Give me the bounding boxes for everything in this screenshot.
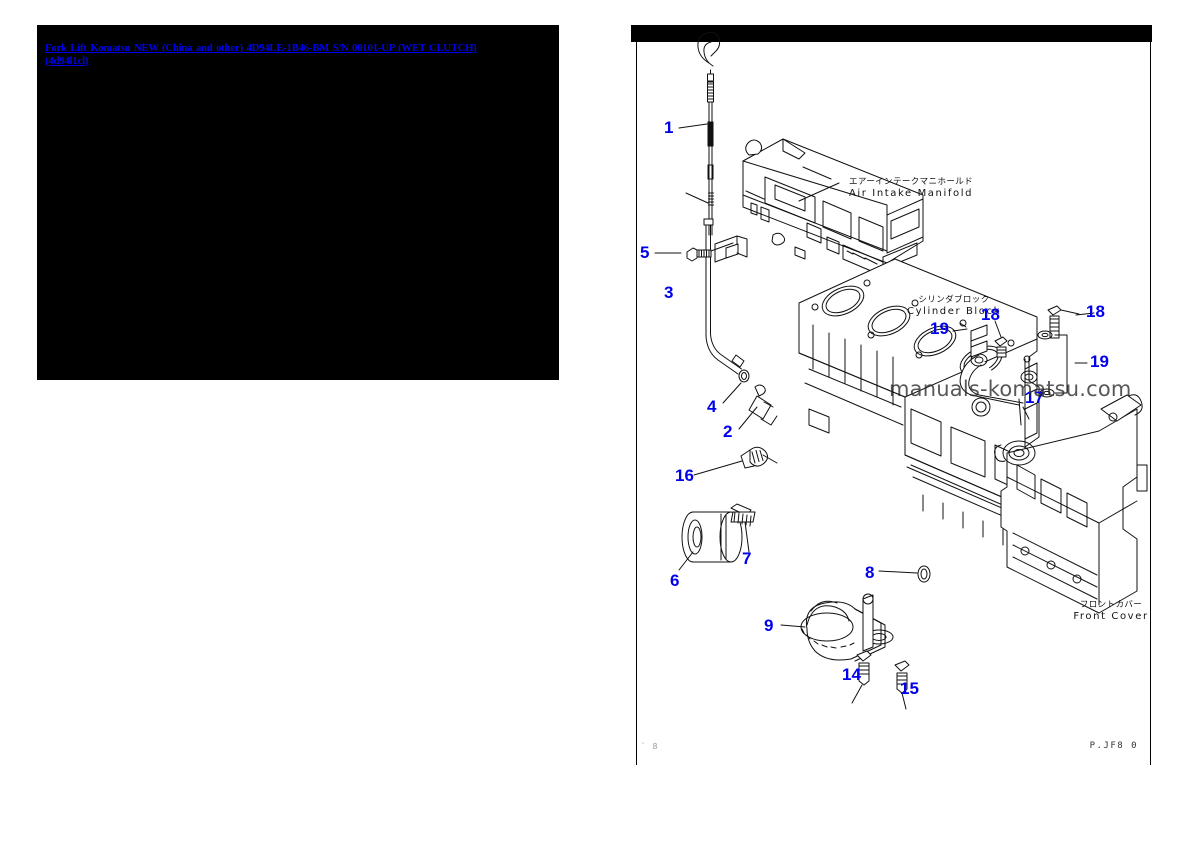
callout-9[interactable]: 9 [764,616,774,635]
dipstick-guide-tube-part-3 [703,218,745,375]
callout-6[interactable]: 6 [670,571,680,590]
bolt-part-5 [686,242,734,262]
callout-8[interactable]: 8 [865,563,875,582]
dipstick-part-1 [697,31,721,236]
oil-filter-nipple-part-7 [730,503,756,553]
callout-4[interactable]: 4 [707,397,717,416]
caption-cylinder-block: シリンダブロック Cylinder Block [889,295,1019,317]
callout-19a[interactable]: 19 [930,319,949,338]
gasket-part-19-left [959,322,988,358]
callout-17[interactable]: 17 [1025,388,1044,407]
oil-pump-strainer-part-9 [800,593,894,662]
banjo-bolt-part-18-right [1047,305,1080,339]
bolt-part-15 [894,660,910,710]
catalog-preview-panel: Fork Lift Komatsu NEW (China and other) … [37,25,559,380]
oil-pressure-sensor-part-2 [748,384,778,426]
callout-1[interactable]: 1 [664,118,674,137]
caption-en: Cylinder Block [906,305,1002,317]
callout-14[interactable]: 14 [842,665,861,684]
callout-7[interactable]: 7 [742,549,752,568]
banjo-bolt-part-18-left [994,320,1008,358]
front-cover-drawing [994,394,1148,614]
catalog-title-link[interactable]: Fork Lift Komatsu NEW (China and other) … [45,43,477,67]
bolt-part-14 [851,650,872,704]
oil-pressure-switch-part-16 [740,446,778,469]
guide-bracket [714,235,748,263]
callout-15[interactable]: 15 [900,679,919,698]
parts-diagram-panel: エアーインテークマニホールド Air Intake Manifold シリンダブ… [631,25,1152,765]
callout-3[interactable]: 3 [664,283,674,302]
oil-pipe-part-17 [959,353,1038,426]
sheet-corner-mark: ` 8 [641,742,659,751]
gasket-part-19-right [1037,330,1068,398]
callout-18b[interactable]: 18 [1086,302,1105,321]
callout-5[interactable]: 5 [640,243,650,262]
caption-en: Air Intake Manifold [848,187,974,199]
o-ring-part-4 [738,369,750,383]
caption-front-cover: フロントカバー Front Cover [1051,600,1171,622]
callout-18a[interactable]: 18 [981,305,1000,324]
air-intake-manifold-drawing [742,138,924,277]
caption-air-intake-manifold: エアーインテークマニホールド Air Intake Manifold [831,177,991,199]
caption-jp: フロントカバー [1079,600,1143,610]
caption-en: Front Cover [1073,610,1149,622]
o-ring-part-8 [878,565,931,583]
callout-19b[interactable]: 19 [1090,352,1109,371]
diagram-frame-border [636,42,1151,765]
sheet-reference-code: P.JF8 0 [1089,741,1138,751]
engine-oil-system-exploded-drawing [654,31,1148,710]
caption-jp: エアーインテークマニホールド [848,177,974,187]
callout-16[interactable]: 16 [675,466,694,485]
cylinder-block-drawing [798,258,1040,546]
oil-filter-part-6 [681,511,743,563]
diagram-header-bar [631,25,1152,42]
callout-2[interactable]: 2 [723,422,733,441]
caption-jp: シリンダブロック [918,295,990,305]
